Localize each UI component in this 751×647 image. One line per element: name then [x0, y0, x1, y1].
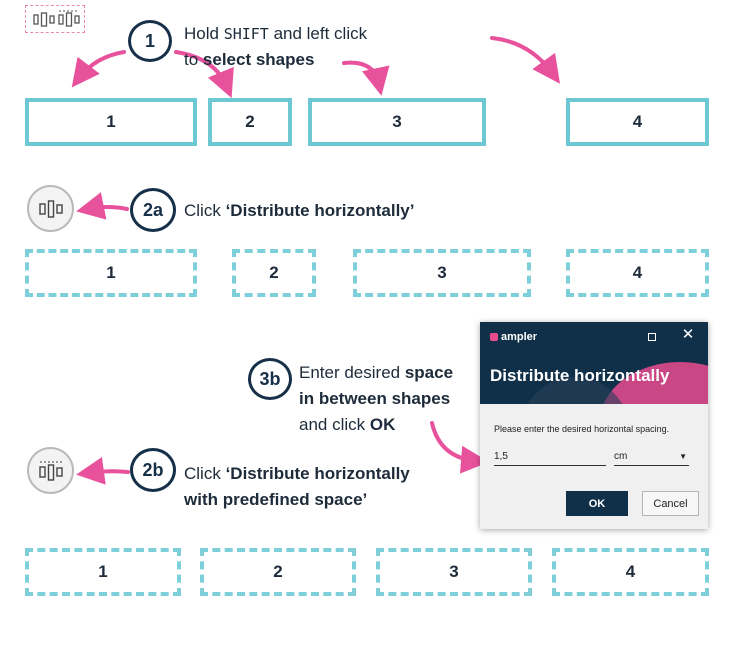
arrow-to-box4: [490, 36, 561, 84]
spaced-box-1[interactable]: 1: [25, 548, 181, 596]
spacing-prompt: Please enter the desired horizontal spac…: [494, 424, 670, 434]
cancel-button[interactable]: Cancel: [642, 491, 699, 516]
close-button[interactable]: ✕: [680, 327, 696, 343]
spacing-input[interactable]: 1,5: [494, 449, 606, 466]
step3b-caption: Enter desired space in between shapes an…: [299, 363, 454, 434]
dialog-header: ampler ✕ Distribute horizontally: [480, 322, 708, 404]
top-icon-bar: [25, 5, 85, 33]
maximize-icon: [648, 333, 656, 341]
shape-box-4[interactable]: 4: [566, 98, 709, 146]
chevron-down-icon: ▼: [679, 452, 687, 461]
shape-box-2[interactable]: 2: [208, 98, 292, 146]
shape-box-3[interactable]: 3: [308, 98, 486, 146]
distribute-horizontally-spaced-icon: [38, 461, 63, 481]
distribute-horizontally-icon: [33, 12, 55, 27]
step-badge-1: 1: [128, 20, 172, 62]
distribute-horizontally-icon: [38, 199, 63, 218]
distribute-dialog: ampler ✕ Distribute horizontally Please …: [480, 322, 708, 529]
distributed-box-3[interactable]: 3: [353, 249, 531, 297]
arrow-to-2a-icon: [76, 192, 129, 220]
distributed-box-1[interactable]: 1: [25, 249, 197, 297]
app-logo: ampler: [490, 331, 537, 343]
ampler-logo-icon: [490, 333, 498, 341]
step2a-caption: Click ‘Distribute horizontally’: [184, 201, 415, 220]
distributed-box-2[interactable]: 2: [232, 249, 316, 297]
arrow-to-2b-icon: [76, 456, 130, 485]
step-badge-2b: 2b: [130, 448, 176, 492]
shape-box-1[interactable]: 1: [25, 98, 197, 146]
distribute-horizontally-spaced-icon: [58, 10, 80, 27]
arrow-to-box1: [71, 50, 126, 88]
step2b-caption: Click ‘Distribute horizontally with pred…: [184, 464, 410, 509]
spacing-panel: Please enter the desired horizontal spac…: [489, 412, 699, 500]
close-icon: ✕: [681, 326, 695, 343]
dialog-title: Distribute horizontally: [490, 366, 670, 385]
spaced-box-2[interactable]: 2: [200, 548, 356, 596]
spaced-box-3[interactable]: 3: [376, 548, 532, 596]
spaced-box-4[interactable]: 4: [552, 548, 709, 596]
step-badge-2a: 2a: [130, 188, 176, 232]
maximize-button[interactable]: [645, 330, 659, 344]
distribute-horizontally-button[interactable]: [27, 185, 74, 232]
shift-key-text: SHIFT: [223, 25, 269, 43]
distributed-box-4[interactable]: 4: [566, 249, 709, 297]
step-badge-3b: 3b: [248, 358, 292, 400]
distribute-horizontally-spaced-button[interactable]: [27, 447, 74, 494]
step1-caption: Hold SHIFT and left click to select shap…: [184, 24, 368, 69]
unit-select[interactable]: cm ▼: [614, 449, 689, 466]
ok-button[interactable]: OK: [566, 491, 628, 516]
